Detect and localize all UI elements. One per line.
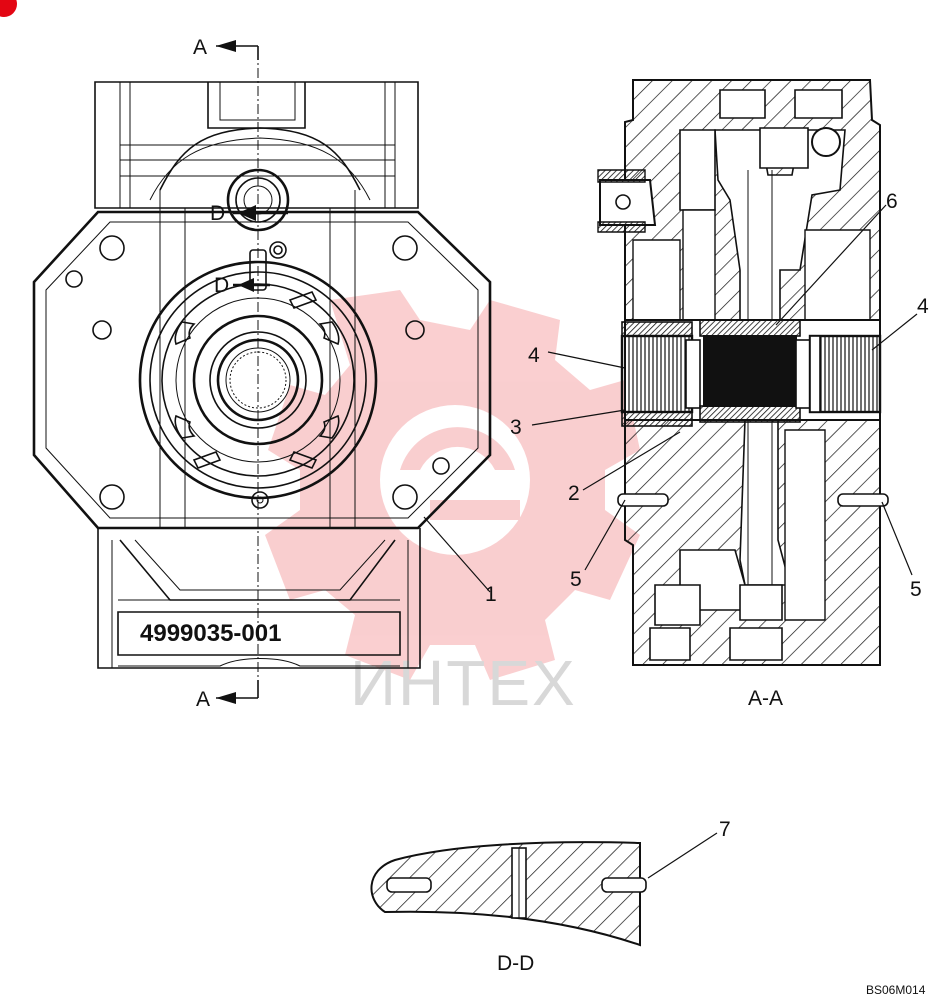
- leader-5-right: [881, 501, 913, 576]
- callout-1: 1: [485, 583, 497, 606]
- callout-7: 7: [719, 818, 731, 841]
- callout-5-right: 5: [910, 578, 922, 601]
- leader-2: [582, 431, 681, 491]
- corner-badge: [0, 0, 17, 17]
- cut-marker-a-bottom: A: [196, 688, 210, 711]
- watermark-text: ИНТЕХ: [350, 647, 577, 719]
- callout-6: 6: [886, 190, 898, 213]
- callout-3: 3: [510, 416, 522, 439]
- section-label-d-d: D-D: [497, 952, 534, 975]
- watermark-gear-icon: [265, 290, 640, 680]
- callout-4-right: 4: [917, 295, 929, 318]
- leader-6: [775, 204, 887, 326]
- cut-marker-d-lower: D: [214, 274, 229, 297]
- callout-4-left: 4: [528, 344, 540, 367]
- leader-7: [647, 832, 718, 879]
- drawing-code: BS06M014: [866, 983, 926, 997]
- cut-marker-a-top: A: [193, 36, 207, 59]
- cut-marker-d-upper: D: [210, 202, 225, 225]
- part-number: 4999035-001: [140, 620, 281, 647]
- leader-3: [531, 409, 626, 426]
- watermark: [265, 290, 640, 680]
- section-label-a-a: A-A: [748, 687, 783, 710]
- leader-5-left: [584, 499, 626, 571]
- front-view: [32, 40, 492, 704]
- section-a-a: [597, 79, 889, 666]
- leader-1: [423, 516, 491, 593]
- callout-2: 2: [568, 482, 580, 505]
- callout-5-left: 5: [570, 568, 582, 591]
- section-d-d: [370, 841, 647, 947]
- leader-4-right: [871, 313, 918, 351]
- leader-4-left: [547, 351, 626, 369]
